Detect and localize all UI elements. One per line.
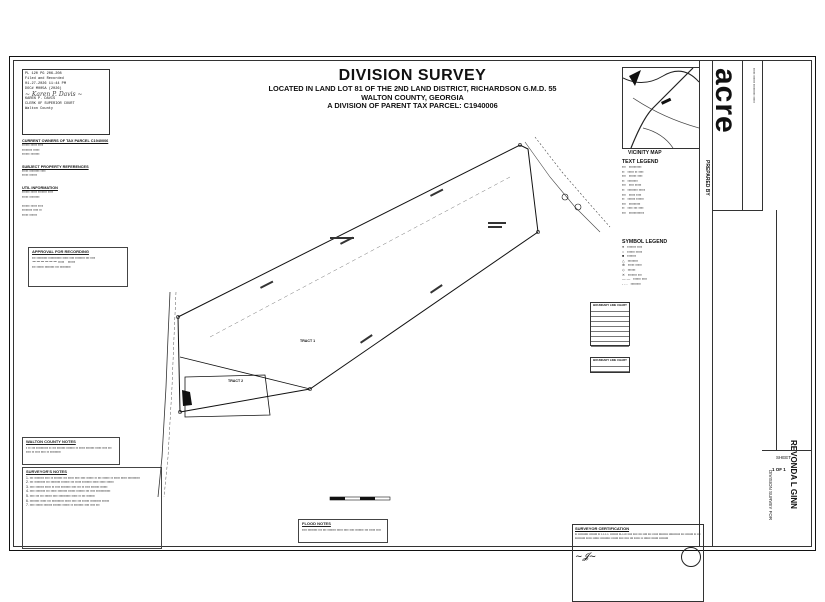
firm-logo: acre (709, 68, 742, 134)
symbol-legend-title: SYMBOL LEGEND (622, 239, 668, 245)
recording-line: PL 120 PG 206-208 (25, 72, 62, 76)
subject-heading: SUBJECT PROPERTY REFERENCES (22, 164, 89, 169)
boundary-table-1-title: BOUNDARY LINE CHART (593, 303, 627, 307)
prepared-by-label: PREPARED BY (704, 160, 710, 196)
flood-notes-box: FLOOD NOTES ▪▪▪▪ ▪▪▪▪▪▪▪▪ ▪▪▪ ▪▪▪ ▪▪▪▪▪▪… (298, 519, 388, 543)
title-strip: PREPARED BY acre ▪▪▪▪▪ ▪▪▪▪▪▪ ▪▪▪▪▪▪▪▪▪ … (699, 60, 812, 547)
boundary-table-1: BOUNDARY LINE CHART (590, 302, 630, 347)
client-column: REVONDA L GINN (776, 210, 810, 509)
firm-address: ▪▪▪▪▪ ▪▪▪▪▪▪ ▪▪▪▪▪▪▪▪▪ ▪▪▪▪▪ (742, 60, 763, 211)
sheet-value: 1 OF 1 (772, 467, 786, 472)
road-left-edge (163, 291, 177, 498)
parcel-boundary (177, 144, 539, 413)
approval-heading: APPROVAL FOR RECORDING (32, 249, 89, 254)
certification-box: SURVEYOR CERTIFICATION ▪▪ ▪▪▪▪▪▪▪▪▪ ▪▪▪▪… (572, 524, 704, 602)
surveyor-signature: ~𝓙~ (575, 551, 597, 562)
title-county: WALTON COUNTY, GEORGIA (361, 92, 464, 102)
road-left (157, 291, 171, 498)
text-legend: TEXT LEGEND ▪▪▪ ▪▪▪▪▪▪▪▪▪▪▪▪ ▪▪▪▪▪ ▪▪ ▪▪… (622, 159, 702, 216)
certification-heading: SURVEYOR CERTIFICATION (575, 526, 630, 531)
text-legend-items: ▪▪▪ ▪▪▪▪▪▪▪▪▪▪▪▪ ▪▪▪▪▪ ▪▪ ▪▪▪▪▪▪▪ ▪▪▪▪▪▪… (622, 165, 646, 215)
easement-line (209, 176, 511, 338)
sheet-label: SHEET (776, 455, 792, 460)
approval-box: APPROVAL FOR RECORDING ▪▪▪ ▪▪▪▪▪▪▪▪▪ ▪▪▪… (28, 247, 128, 287)
plat-drawing (157, 136, 611, 501)
clerk-line: KAREN P. DAVIS (25, 97, 56, 101)
prepared-by-column: PREPARED BY (700, 60, 713, 547)
clerk-line: Walton County (25, 107, 54, 111)
symbol-legend: SYMBOL LEGEND ● ▪▪▪▪▪▪▪ ▪▪▪▪○ ▪▪▪▪▪▪ ▪▪▪… (622, 239, 702, 286)
boundary-table-2-title: BOUNDARY LINE CHART (593, 358, 627, 362)
building (182, 390, 192, 406)
clerk-signature: ~ Karen P. Davis ~ (25, 91, 83, 98)
surveyors-notes-box: SURVEYOR'S NOTES 1. ▪▪▪ ▪▪▪▪▪▪▪▪ ▪▪▪▪ ▪▪… (22, 467, 162, 549)
title-location: LOCATED IN LAND LOT 81 OF THE 2ND LAND D… (268, 84, 557, 93)
scale-bar (329, 496, 391, 501)
sheet-border (13, 60, 812, 547)
surveyors-notes-heading: SURVEYOR'S NOTES (26, 469, 67, 474)
left-notes: CURRENT OWNERS OF TAX PARCEL C1940006 ▪▪… (22, 139, 127, 218)
text-legend-title: TEXT LEGEND (622, 159, 659, 165)
monument-points (176, 143, 582, 414)
road-right (524, 141, 601, 233)
tract-division-line (179, 356, 311, 390)
symbol-legend-items: ● ▪▪▪▪▪▪▪ ▪▪▪▪○ ▪▪▪▪▪▪ ▪▪▪▪▪■ ▪▪▪▪▪▪▪△ ▪… (622, 245, 647, 286)
boundary-table-2: BOUNDARY LINE CHART (590, 357, 630, 373)
vicinity-map (622, 67, 700, 149)
subject-text: ▪▪▪▪▪ ▪▪▪▪▪▪▪▪ ▪▪▪▪▪▪▪▪▪ ▪▪▪▪▪▪ (22, 168, 46, 178)
survey-sheet: DIVISION SURVEY LOCATED IN LAND LOT 81 O… (9, 56, 816, 602)
utility-text: ▪▪▪▪▪▪ ▪▪▪▪▪ ▪▪▪▪▪▪▪ ▪▪▪▪▪▪▪▪▪ ▪▪▪▪▪▪▪▪▪… (22, 189, 54, 217)
walton-notes-box: WALTON COUNTY NOTES ▪ ▪▪ ▪▪▪ ▪▪▪▪▪▪▪▪▪▪ … (22, 437, 120, 465)
flood-notes-heading: FLOOD NOTES (302, 521, 331, 526)
recording-line: DOC# M005A (2026) (25, 87, 62, 91)
sheet-box: SHEET 1 OF 1 (762, 450, 812, 547)
title-block: DIVISION SURVEY LOCATED IN LAND LOT 81 O… (10, 67, 815, 111)
recording-line: 01-27-2026 11:44 PM (25, 82, 66, 86)
road-right-edge (534, 136, 611, 228)
firm-logo-box: acre (709, 60, 743, 211)
recording-line: Filed and Recorded (25, 77, 64, 81)
client-label-column: DIVISION SURVEY FOR (762, 210, 777, 520)
owners-heading: CURRENT OWNERS OF TAX PARCEL C1940006 (22, 139, 109, 143)
owners-text: ▪▪▪▪▪▪ ▪▪▪▪▪ ▪▪▪▪▪▪▪▪▪▪▪▪ ▪▪▪▪▪▪▪▪▪▪▪ ▪▪… (22, 143, 44, 157)
clerk-line: CLERK OF SUPERIOR COURT (25, 102, 75, 106)
tract-1-label: TRACT 1 (300, 339, 316, 343)
utility-heading: UTIL INFORMATION (22, 185, 58, 190)
surveyor-seal (681, 546, 701, 567)
title-parcel: A DIVISION OF PARENT TAX PARCEL: C194000… (327, 101, 498, 111)
recording-box: PL 120 PG 206-208 Filed and Recorded 01-… (22, 69, 110, 135)
bearing-labels (260, 188, 506, 344)
tract-2-label: TRACT 2 (228, 379, 244, 383)
vicinity-map-label: VICINITY MAP (628, 150, 662, 156)
walton-notes-heading: WALTON COUNTY NOTES (26, 439, 76, 444)
page-title: DIVISION SURVEY (338, 67, 487, 84)
